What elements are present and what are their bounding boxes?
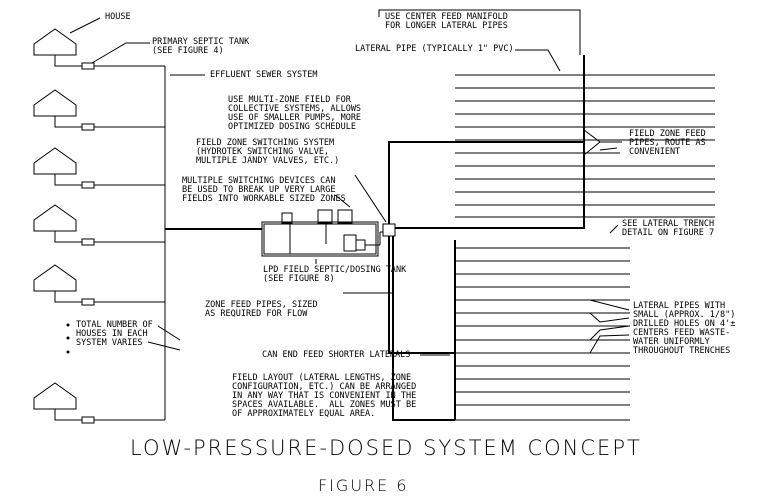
label-effluent-sewer: EFFLUENT SEWER SYSTEM: [210, 70, 318, 80]
label-primary-septic-tank: PRIMARY SEPTIC TANK (SEE FIGURE 4): [152, 37, 250, 56]
lateral-pipes-upper: [455, 74, 715, 218]
label-lateral-trench: SEE LATERAL TRENCH DETAIL ON FIGURE 7: [622, 219, 715, 238]
lpd-dosing-tank: [261, 209, 381, 257]
label-field-zone-feed: FIELD ZONE FEED PIPES, ROUTE AS CONVENIE…: [629, 129, 706, 157]
label-center-feed: USE CENTER FEED MANIFOLD FOR LONGER LATE…: [385, 12, 508, 31]
leader-lines: [69, 9, 630, 356]
bullet-dots: [66, 323, 70, 354]
figure-number: FIGURE 6: [318, 476, 409, 495]
label-zone-switching: FIELD ZONE SWITCHING SYSTEM (HYDROTEK SW…: [196, 138, 340, 166]
lateral-pipes-lower: [454, 240, 630, 421]
label-field-layout: FIELD LAYOUT (LATERAL LENGTHS, ZONE CONF…: [232, 373, 417, 419]
label-multi-zone: USE MULTI-ZONE FIELD FOR COLLECTIVE SYST…: [228, 95, 362, 132]
zone-feed-pipes: [388, 55, 585, 421]
label-end-feed: CAN END FEED SHORTER LATERALS: [262, 350, 411, 360]
zone-switching-valve: [380, 223, 396, 237]
label-lpd-tank: LPD FIELD SEPTIC/DOSING TANK (SEE FIGURE…: [263, 265, 407, 284]
house-drains: [54, 55, 82, 421]
label-house: HOUSE: [105, 12, 131, 22]
label-lateral-pipe: LATERAL PIPE (TYPICALLY 1" PVC): [355, 44, 514, 54]
label-lateral-holes: LATERAL PIPES WITH SMALL (APPROX. 1/8") …: [633, 301, 736, 356]
effluent-sewer-lines: [94, 65, 262, 421]
house-1: [33, 28, 77, 56]
house-3: [33, 147, 77, 175]
label-multiple-switching: MULTIPLE SWITCHING DEVICES CAN BE USED T…: [182, 176, 346, 204]
label-total-houses: TOTAL NUMBER OF HOUSES IN EACH SYSTEM VA…: [76, 320, 153, 348]
house-5: [33, 264, 77, 292]
house-6: [33, 382, 77, 410]
primary-tanks: [81, 62, 95, 424]
label-zone-feed-sized: ZONE FEED PIPES, SIZED AS REQUIRED FOR F…: [205, 300, 318, 319]
house-4: [33, 204, 77, 232]
diagram-title: LOW-PRESSURE-DOSED SYSTEM CONCEPT: [130, 436, 642, 460]
house-2: [33, 89, 77, 117]
